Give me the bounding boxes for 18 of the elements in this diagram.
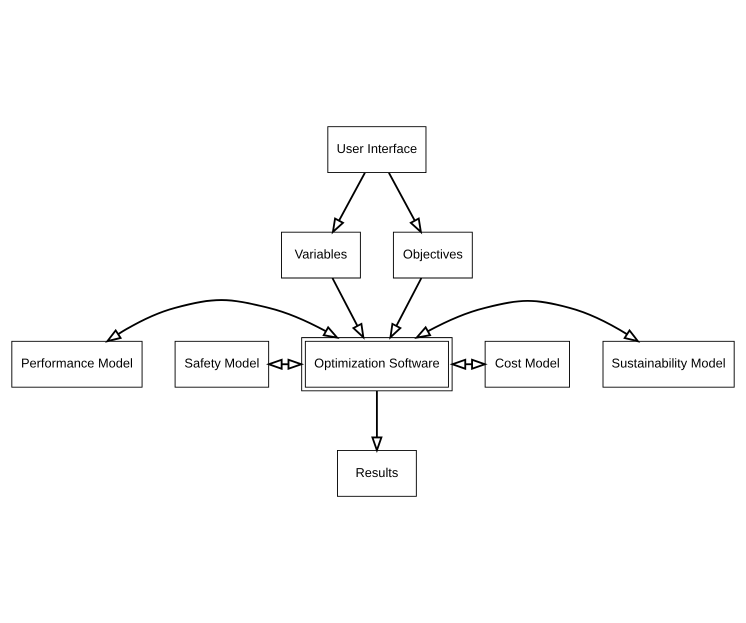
- node-box: Objectives: [392, 232, 473, 278]
- arrow: [332, 278, 365, 340]
- node-box: Results: [337, 450, 417, 497]
- node-box: Optimization Software: [301, 337, 453, 392]
- arrow: [450, 358, 488, 370]
- node-box: Cost Model: [484, 340, 570, 388]
- node-box: User Interface: [327, 126, 426, 173]
- arrow: [332, 172, 366, 234]
- arrow: [388, 172, 422, 234]
- node-box: Variables: [281, 232, 361, 278]
- arrow: [105, 299, 340, 343]
- arrow: [414, 300, 640, 343]
- node-box: Sustainability Model: [602, 340, 735, 388]
- node-box: Safety Model: [174, 340, 270, 388]
- arrow: [371, 390, 383, 454]
- node-box: Performance Model: [11, 340, 143, 388]
- arrow: [389, 278, 422, 340]
- arrow: [266, 358, 304, 370]
